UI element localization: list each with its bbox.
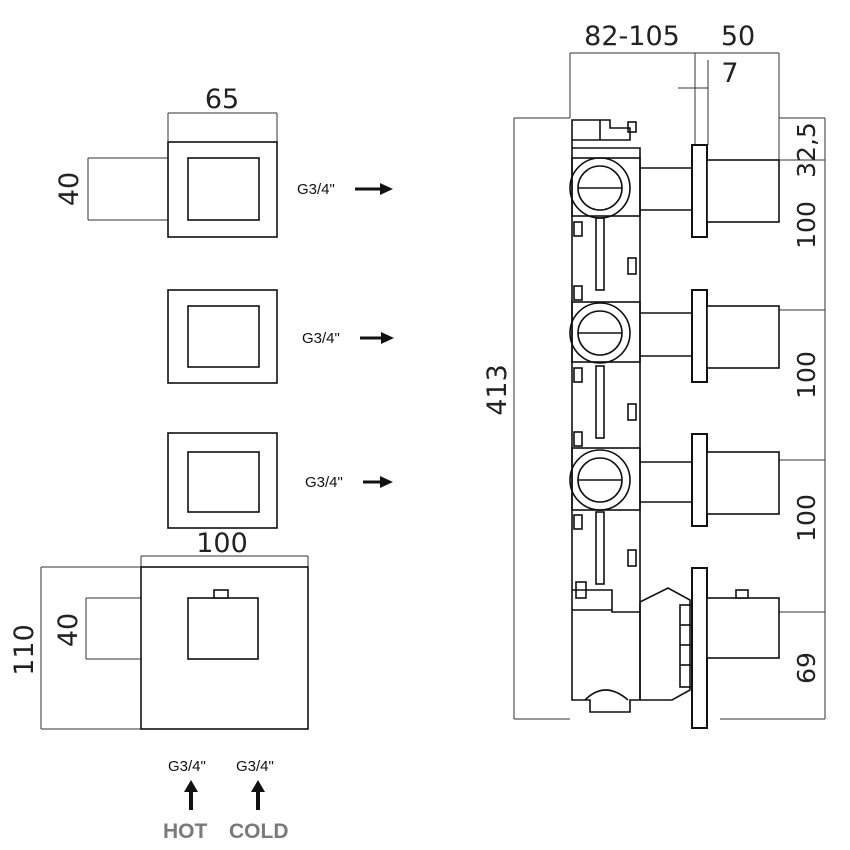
connection-hot-inlet: G3/4" (168, 758, 206, 810)
side-handle-thermostatic (691, 567, 780, 729)
dim-top-plate-width-label: 65 (205, 84, 239, 115)
side-handle-1 (691, 144, 780, 238)
dim-handle-depth: 50 (695, 21, 780, 160)
dim-plate-thickness-label: 7 (721, 58, 738, 89)
dim-top-offset-label: 32,5 (792, 122, 821, 178)
dim-total-height-label: 413 (482, 364, 513, 416)
connection-hot-label: G3/4" (168, 758, 206, 775)
arrow-up-icon (184, 780, 198, 792)
dim-top-handle-height-label: 40 (54, 172, 85, 206)
dim-right-chain: 32,5 100 100 100 69 (720, 117, 826, 720)
dim-total-height: 413 (482, 117, 570, 720)
side-handle-3 (691, 433, 780, 527)
dim-spacing-3-label: 100 (792, 494, 821, 542)
connection-outlet-2: G3/4" (302, 330, 394, 347)
arrow-right-icon (380, 183, 393, 195)
dim-body-depth-label: 82-105 (584, 21, 680, 52)
dim-base-handle-height: 40 (53, 597, 188, 660)
dim-spacing-1-label: 100 (792, 201, 821, 249)
connection-outlet-1: G3/4" (297, 181, 393, 198)
dim-plate-thickness: 7 (678, 58, 739, 145)
connection-cold-label: G3/4" (236, 758, 274, 775)
dim-spacing-2-label: 100 (792, 351, 821, 399)
side-valve-body (569, 119, 697, 713)
dim-base-plate-width: 100 (140, 528, 309, 567)
front-plate-1 (167, 141, 278, 238)
dim-base-handle-height-label: 40 (53, 613, 84, 647)
dim-top-handle-height: 40 (54, 157, 188, 221)
connection-outlet-3: G3/4" (305, 474, 393, 491)
dim-base-plate-height: 110 (9, 566, 141, 730)
arrow-right-icon (381, 332, 394, 344)
dim-base-plate-height-label: 110 (9, 624, 40, 676)
dim-body-depth: 82-105 (569, 21, 696, 145)
dim-handle-depth-label: 50 (721, 21, 755, 52)
front-base-plate (140, 566, 309, 730)
connection-outlet-1-label: G3/4" (297, 181, 335, 198)
front-plate-3 (167, 432, 278, 529)
front-plate-2 (167, 289, 278, 384)
dim-top-plate-width: 65 (167, 84, 278, 142)
dim-bottom-offset-label: 69 (792, 652, 821, 684)
hot-label: HOT (163, 820, 208, 843)
side-handle-2 (691, 289, 780, 383)
connection-outlet-2-label: G3/4" (302, 330, 340, 347)
arrow-right-icon (380, 476, 393, 488)
connection-outlet-3-label: G3/4" (305, 474, 343, 491)
dim-base-plate-width-label: 100 (196, 528, 248, 559)
cold-label: COLD (229, 820, 289, 843)
connection-cold-inlet: G3/4" (236, 758, 274, 810)
arrow-up-icon (251, 780, 265, 792)
